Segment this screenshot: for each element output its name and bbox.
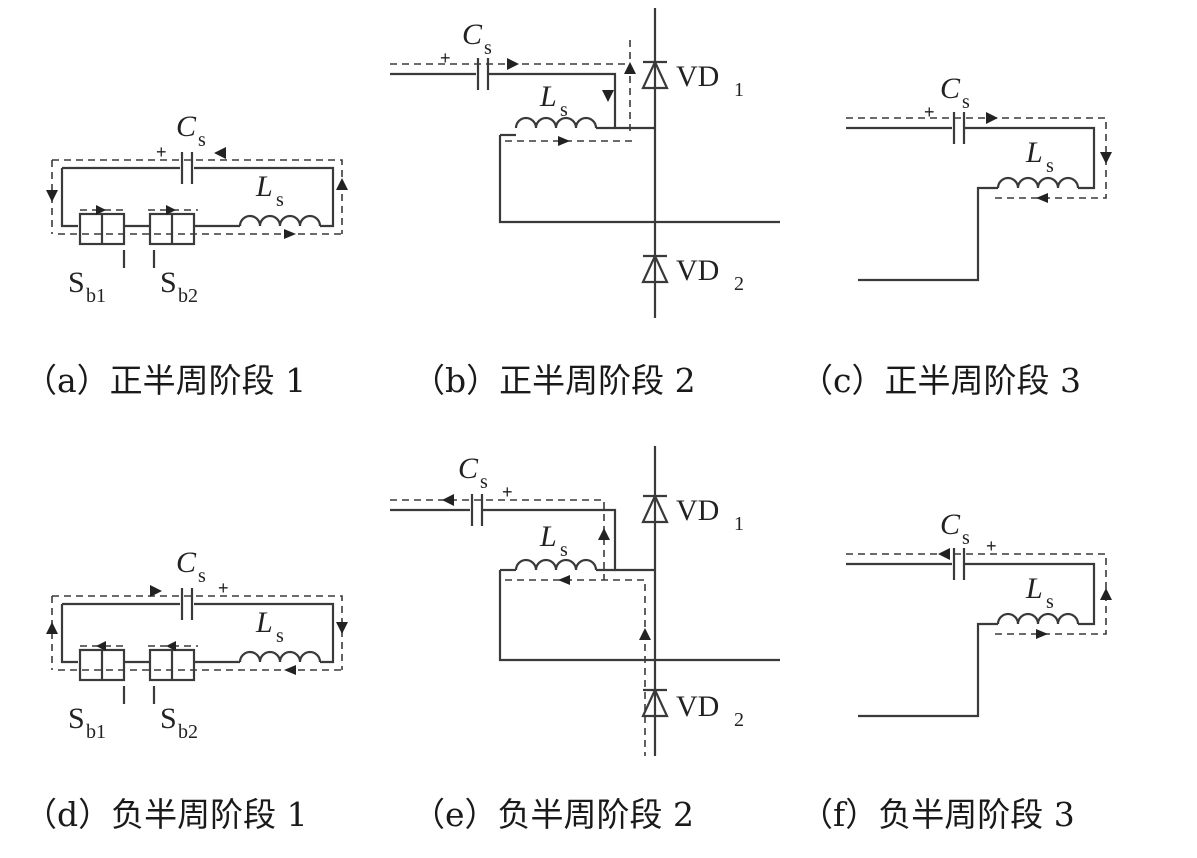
sw2-label: S <box>160 266 177 299</box>
cap-label-sub: s <box>962 91 970 113</box>
panel-e: + C s L s VD 1 VD 2 <box>390 446 780 756</box>
sw2-label-sub: b2 <box>178 285 198 307</box>
capacitor-cs <box>470 494 484 526</box>
caption-d: （d）负半周阶段 1 <box>24 795 308 834</box>
sw1-label-sub: b1 <box>86 285 106 307</box>
vd1-label-sub: 1 <box>734 79 744 101</box>
cap-label: C <box>940 508 961 541</box>
panel-c: + C s L s <box>846 72 1112 282</box>
sw1-label: S <box>68 702 85 735</box>
cap-label: C <box>458 452 479 485</box>
cap-plus-sign: + <box>440 48 451 68</box>
panel-a: + C s L s S b1 S b2 <box>46 110 348 307</box>
caption-a: （a）正半周阶段 1 <box>24 361 306 400</box>
diode-vd2 <box>641 253 669 284</box>
cap-label: C <box>462 18 483 51</box>
sw1-label: S <box>68 266 85 299</box>
ind-label: L <box>539 80 557 113</box>
capacitor-cs <box>952 112 966 144</box>
cap-plus-sign: + <box>502 482 513 502</box>
diode-vd1 <box>641 59 669 90</box>
caption-f: （f）负半周阶段 3 <box>800 795 1075 834</box>
vd2-label-sub: 2 <box>734 709 744 731</box>
cap-plus-sign: + <box>218 578 229 598</box>
diode-vd1 <box>641 493 669 524</box>
panel-f: + C s L s <box>846 508 1112 718</box>
ind-label-sub: s <box>560 99 568 121</box>
caption-b: （b）正半周阶段 2 <box>412 361 696 400</box>
panel-b: + C s L s VD 1 VD 2 <box>390 8 780 318</box>
caption-e: （e）负半周阶段 2 <box>412 795 694 834</box>
capacitor-cs <box>476 58 490 90</box>
ind-label: L <box>539 520 557 553</box>
cap-label-sub: s <box>198 129 206 151</box>
cap-label: C <box>176 110 197 143</box>
sw2-label: S <box>160 702 177 735</box>
vd1-label: VD <box>676 494 719 527</box>
cap-plus-sign: + <box>986 536 997 556</box>
vd2-label-sub: 2 <box>734 273 744 295</box>
capacitor-cs <box>180 588 194 620</box>
capacitor-cs <box>180 152 194 184</box>
ind-label-sub: s <box>276 625 284 647</box>
cap-label: C <box>176 546 197 579</box>
sw2-label-sub: b2 <box>178 721 198 743</box>
vd1-label: VD <box>676 60 719 93</box>
sw1-label-sub: b1 <box>86 721 106 743</box>
ind-label-sub: s <box>1046 591 1054 613</box>
ind-label-sub: s <box>276 189 284 211</box>
cap-label-sub: s <box>962 527 970 549</box>
cap-label-sub: s <box>480 471 488 493</box>
cap-label-sub: s <box>198 565 206 587</box>
ind-label-sub: s <box>1046 155 1054 177</box>
ind-label: L <box>1025 572 1043 605</box>
ind-label: L <box>255 606 273 639</box>
cap-plus-sign: + <box>924 102 935 122</box>
capacitor-cs <box>952 548 966 580</box>
caption-c: （c）正半周阶段 3 <box>800 361 1081 400</box>
ind-label-sub: s <box>560 539 568 561</box>
vd1-label-sub: 1 <box>734 513 744 535</box>
cap-label: C <box>940 72 961 105</box>
vd2-label: VD <box>676 254 719 287</box>
ind-label: L <box>1025 136 1043 169</box>
vd2-label: VD <box>676 690 719 723</box>
cap-plus-sign: + <box>156 142 167 162</box>
panel-d: + C s L s S b1 S b2 <box>46 546 348 743</box>
inductor-ls <box>238 214 322 227</box>
ind-label: L <box>255 170 273 203</box>
diode-vd2 <box>641 687 669 718</box>
cap-label-sub: s <box>484 37 492 59</box>
